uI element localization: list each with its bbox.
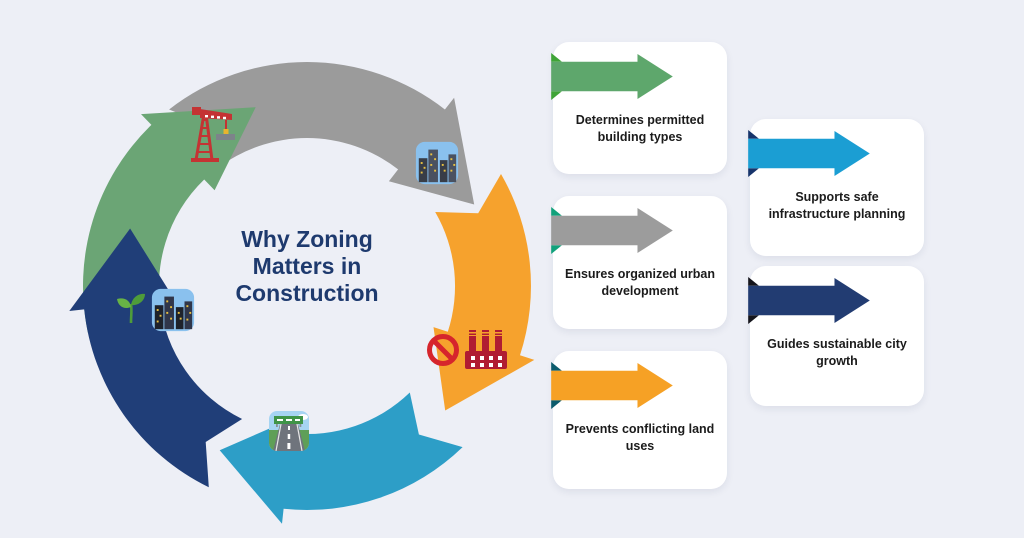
benefit-card-organized-urban-development: Ensures organized urban development bbox=[551, 196, 727, 329]
right-arrow-icon bbox=[551, 52, 673, 101]
cycle-arrow-prevents-conflicting-land-uses bbox=[433, 174, 535, 411]
city-icon bbox=[151, 288, 195, 332]
benefit-label: Prevents conflicting land uses bbox=[565, 422, 715, 453]
cycle-arrow-infrastructure-planning bbox=[219, 392, 463, 524]
benefit-card-infrastructure-planning: Supports safe infrastructure planning bbox=[748, 119, 924, 256]
cycle-arrow-organized-urban-development bbox=[169, 62, 475, 205]
title-line-2: Matters in bbox=[252, 253, 362, 279]
right-arrow-icon bbox=[748, 129, 870, 178]
title-line-1: Why Zoning bbox=[241, 226, 373, 252]
no-entry-icon bbox=[427, 334, 459, 366]
seedling-icon bbox=[117, 293, 145, 324]
right-arrow-icon bbox=[551, 361, 673, 410]
benefit-label: Supports safe infrastructure planning bbox=[768, 190, 906, 221]
cycle-arrow-sustainable-city-growth bbox=[69, 228, 243, 488]
benefit-card-permitted-building-types: Determines permitted building types bbox=[551, 42, 727, 174]
benefit-card-conflicting-land-uses: Prevents conflicting land uses bbox=[551, 351, 727, 489]
benefit-label: Ensures organized urban development bbox=[564, 267, 716, 298]
right-arrow-icon bbox=[551, 206, 673, 255]
crane-icon bbox=[191, 107, 235, 162]
diagram-title: Why Zoning Matters in Construction bbox=[197, 226, 417, 307]
right-arrow-icon bbox=[748, 276, 870, 325]
benefit-card-sustainable-city-growth: Guides sustainable city growth bbox=[748, 266, 924, 406]
benefit-label: Guides sustainable city growth bbox=[767, 337, 907, 368]
motorway-icon bbox=[269, 411, 309, 451]
title-line-3: Construction bbox=[235, 280, 379, 306]
cityscape-icon bbox=[415, 141, 459, 185]
benefit-label: Determines permitted building types bbox=[575, 113, 705, 144]
factory-icon bbox=[465, 330, 507, 369]
